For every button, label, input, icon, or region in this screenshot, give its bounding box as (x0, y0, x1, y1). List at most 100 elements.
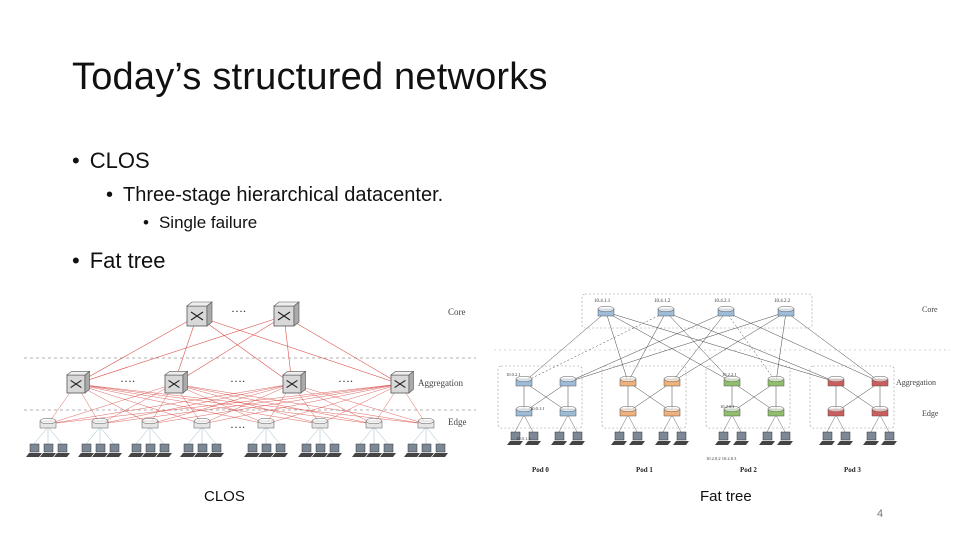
link (558, 414, 569, 433)
edge-switch-icon (365, 417, 383, 429)
host-computer-icon (507, 431, 523, 445)
host-computer-icon (611, 431, 627, 445)
host-computer-icon (777, 431, 793, 445)
host-computer-icon (156, 443, 172, 457)
link (766, 414, 777, 433)
host-computer-icon (312, 443, 328, 457)
edge-switch-icon (311, 417, 329, 429)
fat-tree-caption: Fat tree (700, 488, 752, 505)
link (627, 311, 667, 383)
link (173, 315, 285, 385)
link (665, 311, 733, 383)
link (99, 426, 115, 445)
link (265, 383, 401, 425)
host-computer-icon (208, 443, 224, 457)
pod0-address-label: 10.0.1.2 (516, 436, 531, 441)
aggregation-switch-icon (66, 370, 91, 394)
host-computer-icon (352, 443, 368, 457)
host-computer-icon (404, 443, 420, 457)
fat-tree-layer-label-aggregation: Aggregation (896, 378, 936, 387)
link (75, 315, 285, 385)
bullet-dot: • (72, 248, 80, 273)
aggregation-switch-icon (767, 375, 785, 387)
link (514, 414, 525, 433)
link (187, 426, 203, 445)
bullet-text: Single failure (158, 213, 258, 232)
core-switch-icon (597, 305, 615, 317)
ellipsis-label: …. (230, 371, 245, 385)
host-computer-icon (194, 443, 210, 457)
clos-caption: CLOS (204, 488, 245, 505)
host-computer-icon (78, 443, 94, 457)
link (411, 426, 427, 445)
core-switch-icon (186, 301, 213, 327)
edge-switch-icon (663, 405, 681, 417)
host-computer-icon (142, 443, 158, 457)
edge-switch-icon (559, 405, 577, 417)
link (835, 414, 846, 433)
host-computer-icon (715, 431, 731, 445)
link (627, 381, 673, 413)
pod2-address-label: 10.2.0.2 10.2.0.3 (706, 456, 737, 461)
link (879, 414, 890, 433)
link (605, 311, 837, 383)
core-address-label: 10.4.1.2 (654, 299, 671, 304)
pod2-address-label: 10.2.2.1 (722, 372, 737, 377)
link (722, 414, 733, 433)
aggregation-switch-icon (663, 375, 681, 387)
link (99, 383, 401, 425)
host-computer-icon (525, 431, 541, 445)
link (201, 383, 293, 425)
ellipsis-label: …. (231, 301, 246, 315)
bullet-text: Fat tree (89, 248, 166, 273)
clos-diagram: ….….….….…. Core Aggregation Edge (24, 301, 476, 457)
edge-switch-icon (827, 405, 845, 417)
link (567, 414, 578, 433)
host-computer-icon (569, 431, 585, 445)
link (196, 315, 293, 385)
pod-label: Pod 3 (844, 466, 861, 474)
link (870, 414, 881, 433)
fat-tree-layer-label-core: Core (922, 305, 938, 314)
bullet-text: Three-stage hierarchical datacenter. (123, 184, 444, 206)
host-computer-icon (673, 431, 689, 445)
core-address-label: 10.4.1.1 (594, 299, 611, 304)
ellipsis-label: …. (120, 371, 135, 385)
link (75, 383, 321, 425)
edge-switch-icon (871, 405, 889, 417)
bullet-fat-tree: • Fat tree (72, 248, 166, 274)
bullet-text: CLOS (89, 148, 150, 173)
link (618, 414, 629, 433)
edge-switch-icon (767, 405, 785, 417)
edge-switch-icon (257, 417, 275, 429)
edge-switch-icon (723, 405, 741, 417)
link (75, 315, 198, 385)
pod-group-box (601, 365, 687, 429)
link (359, 426, 375, 445)
page-number: 4 (877, 508, 884, 520)
link (149, 426, 165, 445)
link (47, 426, 63, 445)
pod2-address-label: 10.2.0.1 (720, 404, 735, 409)
link (47, 383, 293, 425)
link (201, 426, 217, 445)
aggregation-switch-icon (827, 375, 845, 387)
fat-tree-layer-label-edge: Edge (922, 409, 939, 418)
host-computer-icon (380, 443, 396, 457)
link (523, 311, 667, 383)
link (319, 426, 335, 445)
host-computer-icon (92, 443, 108, 457)
core-switch-icon (777, 305, 795, 317)
link (283, 315, 401, 385)
aggregation-switch-icon (559, 375, 577, 387)
host-computer-icon (54, 443, 70, 457)
pod-group-box (705, 365, 791, 429)
slide-title: Today’s structured networks (72, 56, 548, 98)
aggregation-switch-icon (282, 370, 307, 394)
link (47, 383, 401, 425)
link (33, 426, 49, 445)
bullet-dot: • (143, 213, 149, 232)
core-address-label: 10.4.2.2 (774, 299, 791, 304)
link (319, 383, 401, 425)
